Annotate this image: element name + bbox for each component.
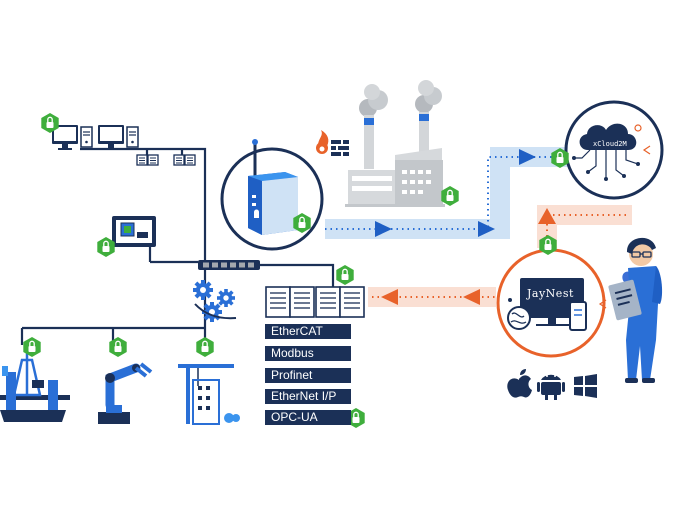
lock-icon (335, 264, 355, 286)
pc-tower-icon (80, 126, 93, 148)
protocol-modbus: Modbus (265, 346, 351, 361)
factory-icon (345, 80, 445, 207)
android-icon (537, 374, 565, 400)
blue-data-path (325, 147, 568, 239)
industrial-pc (112, 216, 156, 247)
monitor-icon (98, 125, 124, 150)
arrow-left-icon (463, 289, 480, 305)
apple-icon (507, 369, 532, 398)
arrow-right-icon (478, 221, 495, 237)
server-icon (173, 154, 185, 166)
server-icon (184, 154, 196, 166)
engineer-person-icon (608, 237, 663, 383)
arrow-right-icon (375, 221, 392, 237)
gears-icon (193, 280, 237, 322)
cloud-icon (579, 123, 637, 150)
building-crane-icon (178, 364, 240, 425)
client-application (496, 248, 607, 358)
protocol-ethercat: EtherCAT (265, 324, 351, 339)
lock-icon (195, 336, 215, 358)
gateway-device (220, 139, 324, 251)
cloud-label: xCloud2M (593, 140, 627, 148)
robot-arm-icon (98, 362, 153, 424)
plc-rack (265, 286, 365, 318)
pc-tower-icon (126, 126, 139, 148)
protocol-opc-ua: OPC-UA (265, 410, 351, 425)
server-icon (147, 154, 159, 166)
arrow-up-icon (538, 208, 556, 224)
arrow-left-icon (381, 289, 398, 305)
protocol-ethernet-ip: EtherNet I/P (265, 389, 351, 404)
cloud-platform (564, 100, 664, 200)
arrow-right-icon (519, 149, 536, 165)
computers-group (52, 125, 196, 166)
oil-rig-icon (0, 352, 70, 422)
firewall-icon (312, 130, 349, 156)
client-label: JayNest (527, 287, 574, 300)
lock-icon (440, 185, 460, 207)
server-icon (136, 154, 148, 166)
protocol-profinet: Profinet (265, 368, 351, 383)
windows-icon (574, 374, 597, 398)
network-switch (198, 260, 260, 270)
